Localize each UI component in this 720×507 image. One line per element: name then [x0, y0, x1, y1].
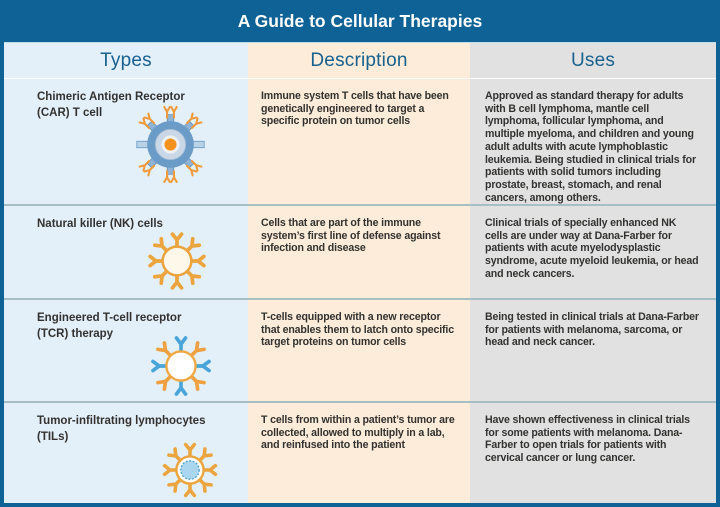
table-row-car-t-cell: Chimeric Antigen Receptor (CAR) T cell [4, 79, 716, 204]
uses-text: Approved as standard therapy for adults … [485, 90, 696, 204]
therapy-type-label: Chimeric Antigen Receptor (CAR) T cell [37, 91, 185, 119]
tcr-cell-icon [151, 336, 211, 396]
table-row-nk-cells: Natural killer (NK) cells [4, 204, 716, 298]
types-cell: Natural killer (NK) cells [4, 206, 248, 298]
uses-text: Clinical trials of specially enhanced NK… [485, 217, 699, 280]
car-t-cell-icon [136, 105, 205, 184]
uses-cell: Clinical trials of specially enhanced NK… [470, 206, 716, 298]
uses-text: Being tested in clinical trials at Dana-… [485, 311, 699, 349]
description-text: T cells from within a patient’s tumor ar… [261, 414, 455, 452]
therapies-table: Types Description Uses Chimeric Antigen … [4, 42, 716, 503]
table-header-row: Types Description Uses [4, 43, 716, 79]
description-cell: Immune system T cells that have been gen… [248, 79, 470, 204]
therapy-type-label: Natural killer (NK) cells [37, 218, 163, 230]
uses-text: Have shown effectiveness in clinical tri… [485, 414, 690, 465]
uses-cell: Approved as standard therapy for adults … [470, 79, 716, 204]
description-text: Immune system T cells that have been gen… [261, 90, 449, 128]
nk-cell-icon [148, 232, 206, 290]
table-row-tcr-therapy: Engineered T-cell receptor (TCR) therapy [4, 298, 716, 401]
types-cell: Chimeric Antigen Receptor (CAR) T cell [4, 79, 248, 204]
description-cell: T-cells equipped with a new receptor tha… [248, 300, 470, 401]
table-row-tils: Tumor-infiltrating lymphocytes (TILs) [4, 401, 716, 503]
description-cell: T cells from within a patient’s tumor ar… [248, 403, 470, 503]
uses-cell: Being tested in clinical trials at Dana-… [470, 300, 716, 401]
description-text: T-cells equipped with a new receptor tha… [261, 311, 454, 349]
description-cell: Cells that are part of the immune system… [248, 206, 470, 298]
description-text: Cells that are part of the immune system… [261, 217, 441, 255]
column-header-description: Description [248, 43, 470, 78]
page-title: A Guide to Cellular Therapies [4, 0, 716, 42]
column-header-types: Types [4, 43, 248, 78]
uses-cell: Have shown effectiveness in clinical tri… [470, 403, 716, 503]
column-header-uses: Uses [470, 43, 716, 78]
therapy-type-label: Tumor-infiltrating lymphocytes (TILs) [37, 415, 206, 443]
therapy-type-label: Engineered T-cell receptor (TCR) therapy [37, 312, 182, 340]
til-cell-icon [162, 442, 218, 498]
types-cell: Tumor-infiltrating lymphocytes (TILs) [4, 403, 248, 503]
types-cell: Engineered T-cell receptor (TCR) therapy [4, 300, 248, 401]
